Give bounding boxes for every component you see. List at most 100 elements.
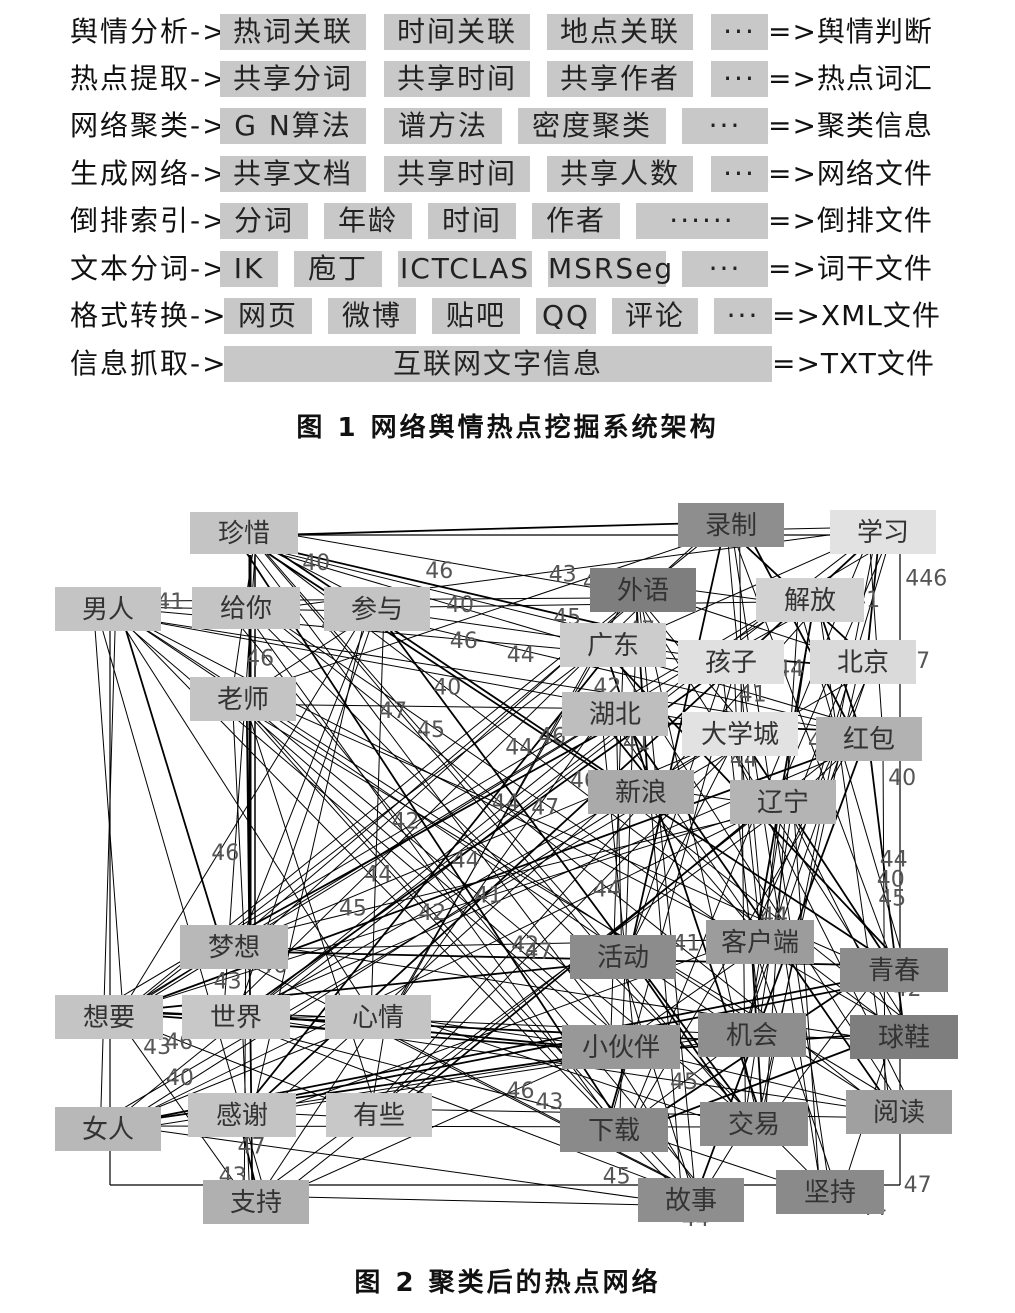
node-label: 广东 — [587, 631, 639, 661]
box-more: ··· — [711, 14, 768, 50]
network-node: 老师 — [190, 677, 296, 721]
edge-weight-label: 46 — [246, 646, 274, 671]
edge-weight-label: 47 — [531, 795, 559, 820]
network-edge — [106, 802, 786, 1017]
node-box — [180, 925, 288, 969]
node-label: 录制 — [705, 511, 757, 541]
network-edge — [240, 535, 625, 1045]
network-edge — [253, 1040, 624, 1209]
node-label: 参与 — [351, 595, 403, 625]
network-edge — [625, 734, 738, 957]
node-label: 新浪 — [615, 778, 667, 808]
edge-weight-label: 40 — [888, 766, 916, 791]
row-result: =>TXT文件 — [772, 347, 935, 380]
network-edge — [242, 602, 834, 1198]
edge-weight-label: 45 — [603, 1164, 631, 1189]
network-node: 湖北 — [562, 692, 668, 736]
network-edge — [93, 609, 124, 1017]
network-node: 客户端 — [706, 920, 814, 964]
network-node: 阅读 — [846, 1090, 952, 1134]
node-box — [810, 640, 916, 684]
figure2-caption: 图 2 聚类后的热点网络 — [354, 1268, 661, 1298]
network-node: 球鞋 — [850, 1015, 958, 1059]
edge-weight-label: 44 — [880, 847, 908, 872]
edge-weight-label: 40 — [433, 676, 461, 701]
edge-weight-label: 44 — [507, 643, 535, 668]
node-box — [190, 512, 298, 554]
row-result: =>XML文件 — [772, 299, 941, 332]
edge-weight-label: 40 — [302, 551, 330, 576]
edge-weight-label: 42 — [392, 810, 420, 835]
row-label: 热点提取-> — [70, 62, 228, 95]
network-node: 下载 — [560, 1108, 668, 1152]
network-edge — [226, 1021, 624, 1126]
network-edge — [251, 1010, 383, 1209]
edge-weight-label: 43 — [535, 1090, 563, 1115]
box-segmentation: 分词 — [220, 203, 308, 239]
network-node: 交易 — [700, 1102, 808, 1146]
node-label: 大学城 — [701, 720, 779, 750]
node-box — [682, 712, 798, 756]
network-edge — [245, 530, 729, 694]
node-box — [55, 995, 163, 1039]
node-label: 孩子 — [705, 648, 757, 678]
network-node: 梦想 — [180, 925, 288, 969]
row-label: 网络聚类-> — [70, 109, 228, 142]
box-shared-people: 共享人数 — [547, 156, 693, 192]
network-edge — [99, 608, 117, 1130]
network-edge — [868, 531, 884, 740]
node-label: 坚持 — [804, 1178, 856, 1208]
box-time: 时间 — [428, 203, 516, 239]
network-edge — [743, 526, 857, 738]
network-edge — [751, 940, 839, 1194]
box-place-association: 地点关联 — [547, 14, 693, 50]
edge-weight-label: 47 — [904, 1173, 932, 1198]
edge-weight-label: 46 — [450, 629, 478, 654]
edge-weight-label: 44 — [364, 862, 392, 887]
node-box — [850, 1015, 958, 1059]
network-edge — [626, 952, 751, 1129]
node-label: 交易 — [728, 1110, 780, 1140]
node-box — [325, 995, 431, 1039]
network-edge — [231, 697, 246, 949]
node-label: 活动 — [597, 943, 649, 973]
row-label: 舆情分析-> — [70, 15, 228, 48]
node-label: 球鞋 — [878, 1023, 930, 1053]
network-edge — [606, 711, 769, 945]
box-weibo: 微博 — [328, 298, 416, 334]
box-tieba: 贴吧 — [432, 298, 520, 334]
arch-row-network-generation: 生成网络-> 共享文档 共享时间 共享人数 ··· =>网络文件 — [0, 154, 1015, 194]
node-label: 老师 — [217, 685, 269, 715]
box-density-clustering: 密度聚类 — [518, 108, 666, 144]
figure1-caption: 图 1 网络舆情热点挖掘系统架构 — [296, 413, 719, 443]
node-box — [590, 568, 696, 612]
node-label: 学习 — [857, 518, 909, 548]
network-edge — [243, 942, 247, 1207]
row-label: 格式转换-> — [70, 299, 228, 332]
edge-weight-label: 42 — [418, 901, 446, 926]
box-internet-text: 互联网文字信息 — [224, 346, 772, 382]
network-node: 女人 — [55, 1107, 161, 1151]
network-node: 想要 — [55, 995, 163, 1039]
edge-weight-label: 40 — [877, 868, 905, 893]
edge-weight-label: 46 — [538, 725, 566, 750]
node-label: 女人 — [82, 1115, 134, 1145]
node-label: 感谢 — [216, 1101, 268, 1131]
box-ictclas: ICTCLAS — [398, 251, 532, 287]
arch-row-information-crawl: 信息抓取-> 互联网文字信息 =>TXT文件 — [0, 344, 1015, 384]
edge-weight-label: 44 — [593, 877, 621, 902]
row-label: 生成网络-> — [70, 157, 228, 190]
network-node: 辽宁 — [730, 780, 836, 824]
hotspot-network-graph: 4142444645424542464747444446474644474444… — [55, 503, 958, 1232]
edge-weight-label: 40 — [166, 1066, 194, 1091]
node-box — [190, 677, 296, 721]
box-more: ··· — [682, 251, 768, 287]
node-label: 心情 — [352, 1003, 404, 1033]
edge-weight-label: 45 — [339, 896, 367, 921]
node-label: 有些 — [353, 1101, 405, 1131]
edge-weight-label: 41 — [672, 931, 700, 956]
network-node: 支持 — [203, 1180, 309, 1224]
network-nodes: 珍惜男人给你参与老师录制学习外语解放广东孩子北京湖北大学城红包新浪辽宁梦想想要世… — [55, 503, 958, 1224]
network-edge — [120, 806, 771, 1125]
node-label: 湖北 — [589, 700, 641, 730]
